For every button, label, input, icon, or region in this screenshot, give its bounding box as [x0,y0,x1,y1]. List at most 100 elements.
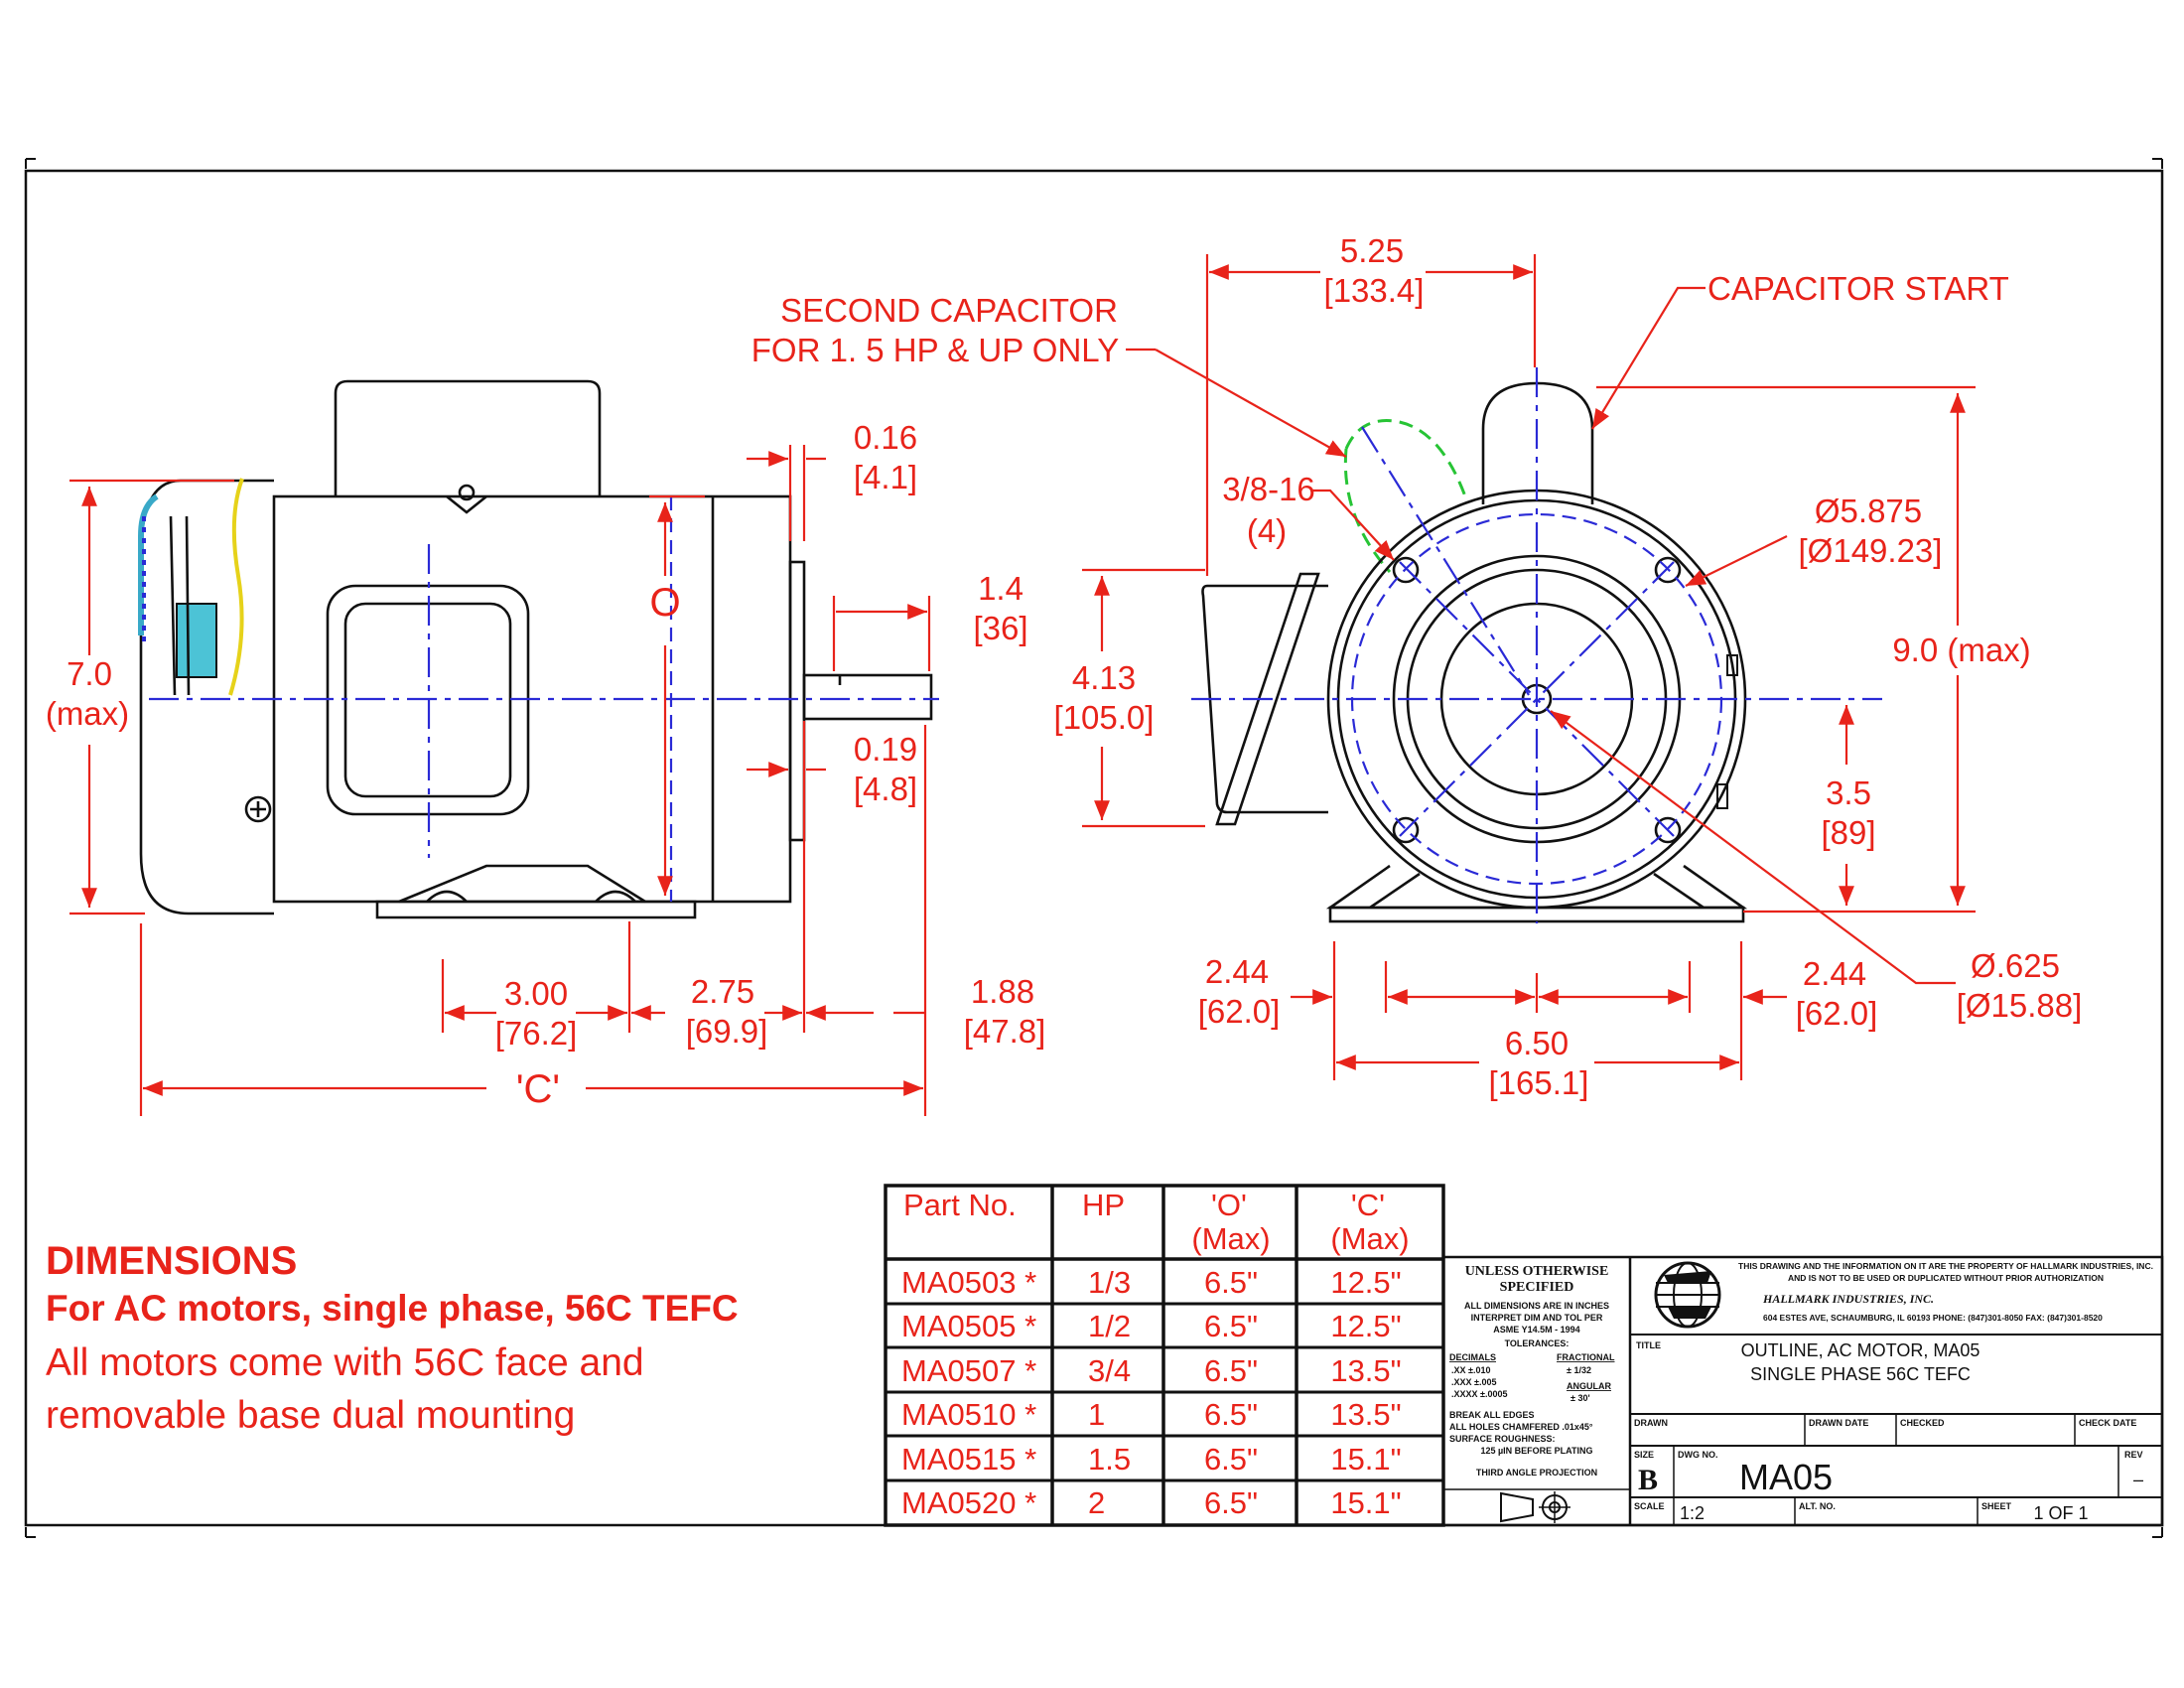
table-header-part: Part No. [903,1188,1017,1222]
front-view-centerlines [1191,367,1882,923]
tb-unless-2: SPECIFIED [1500,1280,1574,1295]
tb-scale: 1:2 [1680,1503,1705,1523]
dim-7-note: (max) [46,695,129,732]
tb-projection: THIRD ANGLE PROJECTION [1476,1468,1597,1477]
table-cell: 1.5 [1088,1442,1131,1477]
tb-size: B [1638,1464,1658,1496]
tb-dims-3: ASME Y14.5M - 1994 [1493,1325,1579,1335]
tb-sheet-label: SHEET [1981,1501,2012,1511]
table-cell: 1/3 [1088,1265,1131,1300]
dim-35-mm: [89] [1821,814,1875,851]
dim-650-label: 6.50 [1505,1025,1569,1061]
dim-275-mm: [69.9] [686,1013,768,1050]
tb-tol-frac: ± 1/32 [1567,1365,1591,1375]
table-cell: 6.5" [1204,1309,1258,1343]
notes-subheading: For AC motors, single phase, 56C TEFC [46,1288,739,1329]
tap-label: 3/8-16 [1222,471,1315,507]
tb-tol-ang: ± 30' [1570,1393,1590,1403]
tb-rev: – [2133,1470,2143,1489]
tb-property-1: THIS DRAWING AND THE INFORMATION ON IT A… [1738,1261,2153,1271]
table-subheader-o: (Max) [1191,1221,1270,1256]
title-block: UNLESS OTHERWISE SPECIFIED ALL DIMENSION… [1441,1255,2164,1527]
tb-rev-label: REV [2124,1450,2143,1460]
tb-edges-4: 125 µIN BEFORE PLATING [1480,1446,1592,1456]
tb-decimals: DECIMALS [1449,1352,1496,1362]
table-cell: 6.5" [1204,1442,1258,1477]
table-cell: 13.5" [1330,1353,1401,1388]
tb-title-label: TITLE [1636,1340,1661,1350]
dim-275-label: 2.75 [691,973,754,1010]
tb-unless-1: UNLESS OTHERWISE [1465,1264,1609,1279]
table-cell: MA0503 * [901,1265,1036,1300]
table-cell: 12.5" [1330,1265,1401,1300]
dim-244-left-label: 2.44 [1205,953,1269,990]
tb-edges-3: SURFACE ROUGHNESS: [1449,1434,1556,1444]
dim-188-label: 1.88 [971,973,1034,1010]
side-view-centerlines [149,496,939,902]
dim-413-label: 4.13 [1072,659,1136,696]
table-cell: MA0507 * [901,1353,1036,1388]
side-view-labels: 7.0 (max) O 0.16 [4.1] 1.4 [36] 0.19 [4.… [46,419,1045,1111]
label-o: O [649,581,680,625]
table-header-c: 'C' [1351,1188,1385,1222]
tap-qty-label: (4) [1247,512,1287,549]
tb-property-2: AND IS NOT TO BE USED OR DUPLICATED WITH… [1788,1273,2104,1283]
second-capacitor-label-2: FOR 1. 5 HP & UP ONLY [751,332,1119,368]
table-cell: 6.5" [1204,1485,1258,1520]
tb-sheet: 1 OF 1 [2033,1503,2088,1523]
tb-dwg: MA05 [1739,1457,1833,1497]
tb-angular: ANGULAR [1567,1381,1611,1391]
bolt-circle-mm: [Ø149.23] [1799,532,1943,569]
tb-tolerances: TOLERANCES: [1505,1338,1570,1348]
second-capacitor-label-1: SECOND CAPACITOR [780,292,1118,329]
dim-7-label: 7.0 [67,655,112,692]
dim-413-mm: [105.0] [1054,699,1155,736]
tb-fractional: FRACTIONAL [1557,1352,1615,1362]
tb-checked: CHECKED [1900,1418,1945,1428]
dim-14-label: 1.4 [978,570,1024,607]
table-cell: MA0505 * [901,1309,1036,1343]
dim-188-mm: [47.8] [964,1013,1046,1050]
tb-title-2: SINGLE PHASE 56C TEFC [1750,1364,1971,1384]
dim-016-mm: [4.1] [854,459,917,495]
tb-tol-xxxx: .XXXX ±.0005 [1451,1389,1507,1399]
dim-14-mm: [36] [973,610,1027,646]
tb-dims-1: ALL DIMENSIONS ARE IN INCHES [1464,1301,1609,1311]
dim-019-label: 0.19 [854,731,917,768]
side-view-dimensions [69,445,931,1116]
dim-019-mm: [4.8] [854,771,917,807]
table-cell: 6.5" [1204,1353,1258,1388]
table-cell: MA0520 * [901,1485,1036,1520]
dim-016-label: 0.16 [854,419,917,456]
table-cell: 6.5" [1204,1265,1258,1300]
side-view-outline [138,379,933,919]
tb-size-label: SIZE [1634,1450,1654,1460]
table-cell: 13.5" [1330,1397,1401,1432]
capacitor-start-label: CAPACITOR START [1707,270,2009,307]
tb-tol-xx: .XX ±.010 [1451,1365,1490,1375]
dim-9-label: 9.0 (max) [1892,632,2030,668]
dim-300-mm: [76.2] [495,1015,578,1052]
front-view-labels: 5.25 [133.4] SECOND CAPACITOR FOR 1. 5 H… [751,232,2083,1101]
tb-edges-1: BREAK ALL EDGES [1449,1410,1535,1420]
tb-edges-2: ALL HOLES CHAMFERED .01x45° [1449,1422,1593,1432]
table-cell: 3/4 [1088,1353,1131,1388]
notes-line-2: removable base dual mounting [46,1394,576,1437]
tb-company: HALLMARK INDUSTRIES, INC. [1762,1292,1934,1306]
table-cell: MA0515 * [901,1442,1036,1477]
table-header-hp: HP [1082,1188,1125,1222]
dim-244-right-mm: [62.0] [1796,995,1878,1032]
parts-table: Part No. HP 'O' (Max) 'C' (Max) MA0503 *… [884,1184,1445,1527]
tb-drawn: DRAWN [1634,1418,1668,1428]
tb-check-date: CHECK DATE [2079,1418,2136,1428]
shaft-dia-label: Ø.625 [1971,947,2060,984]
dim-525-mm: [133.4] [1324,272,1425,309]
front-view-dimensions [1082,254,1976,1080]
table-cell: 6.5" [1204,1397,1258,1432]
dim-300-label: 3.00 [504,975,568,1012]
table-cell: 1 [1088,1397,1105,1432]
table-cell: MA0510 * [901,1397,1036,1432]
dim-650-mm: [165.1] [1489,1064,1589,1101]
tb-title-1: OUTLINE, AC MOTOR, MA05 [1741,1340,1980,1360]
table-cell: 2 [1088,1485,1105,1520]
